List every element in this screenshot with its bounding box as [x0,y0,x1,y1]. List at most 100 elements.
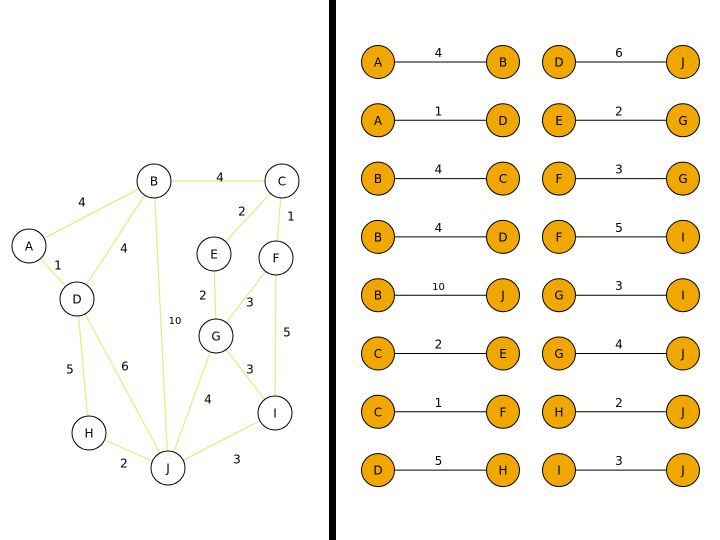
graph-edge-g-j [167,335,217,469]
edge-weight-label: 5 [283,326,291,340]
edge-list-node [486,103,520,138]
edge-weight-label: 1 [287,210,295,224]
edge-list-node [486,278,520,313]
graph-node-label: E [210,248,218,262]
edge-list-weight: 2 [435,338,443,352]
edge-list-weight: 10 [432,282,445,293]
edge-list-node-label: J [500,289,505,303]
edge-list-node [486,161,520,196]
edge-weight-label: 4 [120,242,128,256]
edge-list-weight: 5 [435,454,443,468]
edge-list-node [542,394,576,429]
edge-list-node [542,453,576,488]
edge-list-row: 5D H [361,453,520,488]
edge-list-node-label: F [556,172,563,186]
edge-weight-label: 10 [169,316,182,327]
edge-list-node-label: D [373,464,382,478]
edge-list-node [666,278,700,313]
divider-bar [329,0,336,540]
graph-node-label: F [273,252,280,266]
edge-list-node-label: G [678,114,687,128]
edge-list-node [361,394,395,429]
edge-list-weight: 4 [615,338,623,352]
graph-node-b [136,163,172,199]
edge-list-weight: 3 [615,163,623,177]
edge-list-node-label: H [554,405,563,419]
edge-list-node [542,219,576,254]
edge-list-weight: 4 [435,221,443,235]
edge-list-node-label: D [554,56,563,70]
graph-node-c [264,163,300,199]
edge-list-node-label: J [680,405,685,419]
graph-node-label: I [273,407,277,421]
edge-list-node-label: F [500,405,507,419]
graph-node-j [150,450,186,486]
edge-weight-label: 3 [246,363,254,377]
edge-list-node [361,453,395,488]
edge-list-node-label: E [555,114,563,128]
edge-weight-label: 2 [199,289,207,303]
graph-node-label: C [278,175,286,189]
edge-list-node [486,453,520,488]
edge-list-node-label: J [680,464,685,478]
edge-list-node [666,336,700,371]
edge-list-weight: 6 [615,46,623,60]
edge-list-node-label: B [374,289,382,303]
edge-list-node [666,394,700,429]
graph-node-label: B [150,175,158,189]
edge-weight-label: 4 [78,196,86,210]
edge-list-node [666,45,700,79]
graph-edge-f-i [274,257,277,414]
edge-weight-label: 6 [121,360,129,374]
edge-list-node [486,336,520,371]
edge-list-node [361,219,395,254]
edge-list-node-label: G [554,347,563,361]
graph-edge-b-d [76,180,155,300]
edge-weight-label: 3 [246,296,254,310]
edge-list-node [542,336,576,371]
graph-edge-i-j [167,412,276,469]
edge-list-node [486,394,520,429]
edge-list-weight: 4 [435,46,443,60]
edge-list-weight: 1 [435,396,443,410]
edge-list-node [361,103,395,138]
edge-list-weight: 2 [615,104,623,118]
edge-list-node [542,45,576,79]
edge-weight-label: 1 [54,259,62,273]
edge-weight-label: 5 [66,363,74,377]
graph-node-label: G [211,330,220,344]
edge-list-weight: 2 [615,396,623,410]
edge-list-weight: 5 [615,221,623,235]
edge-list-weight: 1 [435,104,443,118]
edge-list-node-label: C [499,172,507,186]
edge-list-node-label: C [374,347,382,361]
edge-list-node-label: D [498,230,507,244]
graph-edge-d-j [76,298,169,469]
edge-list-node [361,278,395,313]
edge-list-row: 2H J [542,394,700,429]
edge-list-node-label: I [681,289,685,303]
graph-node-f [258,240,294,276]
edge-list-node-label: B [499,56,507,70]
edge-list-node-label: G [678,172,687,186]
edge-list-node-label: H [498,464,507,478]
edge-list-row: 10B J [361,278,520,313]
edge-weight-label: 4 [204,393,212,407]
edge-list-node-label: F [556,230,563,244]
edge-list-node [542,278,576,313]
graph-edge-d-h [76,298,90,434]
graph-node-label: H [84,427,93,441]
edge-list-node [542,161,576,196]
graph-node-label: D [72,293,81,307]
